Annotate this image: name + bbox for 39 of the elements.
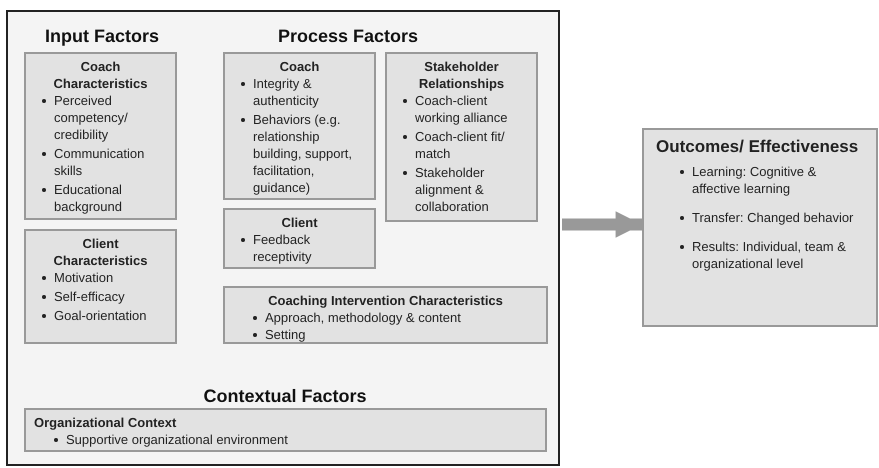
factors-frame (6, 10, 560, 466)
section-heading: Contextual Factors (202, 385, 368, 408)
box-heading: Coach (278, 58, 320, 75)
bullet-item: Results: Individual, team & organizational level (692, 239, 846, 271)
bullet-item: Setting (265, 327, 306, 342)
section-heading: Input Factors (44, 25, 160, 48)
box-heading: Organizational Context (34, 414, 178, 431)
bullet-item: Self-efficacy (54, 289, 125, 304)
bullet-item: Approach, methodology & content (265, 310, 461, 325)
bullet-item: Educational background (54, 182, 122, 214)
block-arrow (562, 211, 642, 238)
outcome-box (642, 128, 878, 327)
box-heading: Client Characteristics (52, 235, 148, 269)
bullet-item: Motivation (54, 270, 114, 285)
bullet-item: Coach-client fit/ match (415, 129, 505, 161)
factor-box (223, 52, 376, 200)
factor-box (223, 286, 548, 344)
bullet-item: Coach-client working alliance (415, 93, 508, 125)
factor-box (385, 52, 538, 222)
bullet-item: Integrity & authenticity (253, 76, 319, 108)
bullet-item: Behaviors (e.g. relationship building, support, facilitation, guidance) (253, 112, 352, 195)
bullet-item: Perceived competency/ credibility (54, 93, 128, 142)
bullet-item: Feedback receptivity (253, 232, 312, 264)
bullet-item: Learning: Cognitive & affective learning (692, 164, 816, 196)
box-heading: Coach Characteristics (52, 58, 148, 92)
factor-box (24, 408, 547, 452)
factor-box (24, 52, 177, 220)
bullet-item: Supportive organizational environment (66, 432, 288, 447)
bullet-item: Stakeholder alignment & collaboration (415, 165, 489, 214)
bullet-item: Communication skills (54, 146, 144, 178)
bullet-item: Goal-orientation (54, 308, 146, 323)
box-heading: Coaching Intervention Characteristics (267, 292, 504, 309)
factor-box (223, 208, 376, 269)
section-heading: Process Factors (276, 25, 420, 48)
factor-box (24, 229, 177, 344)
bullet-item: Transfer: Changed behavior (692, 210, 854, 225)
box-heading: Stakeholder Relationships (418, 58, 506, 92)
box-heading: Outcomes/ Effectiveness (656, 138, 860, 155)
box-heading: Client (280, 214, 319, 231)
